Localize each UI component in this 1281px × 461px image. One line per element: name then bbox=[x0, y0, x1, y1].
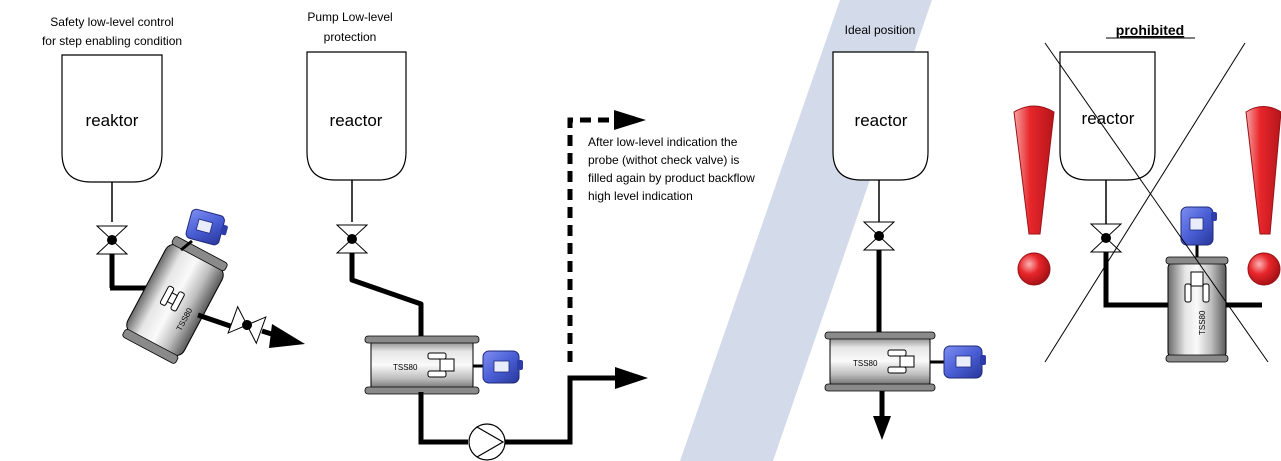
exclamation-icon bbox=[1245, 106, 1281, 286]
reactor-vessel bbox=[832, 51, 929, 181]
tss80-sensor: TSS80 bbox=[824, 331, 944, 392]
arrow-icon bbox=[269, 324, 305, 348]
note-line3: filled again by product backflow bbox=[588, 171, 755, 185]
note-line4: high level indication bbox=[588, 189, 693, 203]
pump-icon bbox=[468, 423, 506, 461]
transmitter-head bbox=[1180, 206, 1217, 246]
note-line1: After low-level indication the bbox=[588, 135, 738, 149]
valve-icon bbox=[227, 305, 267, 345]
panel-prohibited: prohibited reactor TSS80 bbox=[1013, 22, 1281, 363]
panel1-caption-line2: for step enabling condition bbox=[42, 34, 182, 48]
arrow-icon bbox=[614, 110, 646, 130]
device-label: TSS80 bbox=[1198, 310, 1207, 335]
panel4-caption: prohibited bbox=[1116, 22, 1184, 38]
panel-pump-protection: Pump Low-level protection reactor TSS80 bbox=[306, 10, 648, 461]
vessel-label: reactor bbox=[855, 111, 908, 130]
reactor-vessel bbox=[61, 54, 163, 183]
arrow-icon bbox=[615, 367, 648, 389]
panel2-caption-line1: Pump Low-level bbox=[307, 10, 392, 24]
panel-ideal-position: Ideal position reactor TSS80 bbox=[824, 23, 986, 440]
panel-safety-low-level: Safety low-level control for step enabli… bbox=[42, 15, 305, 364]
transmitter-head bbox=[943, 345, 986, 379]
tss80-sensor: TSS80 bbox=[1165, 245, 1229, 363]
device-label: TSS80 bbox=[393, 363, 418, 372]
vessel-label: reactor bbox=[330, 111, 383, 130]
note-line2: probe (withot check valve) is bbox=[588, 153, 739, 167]
reactor-vessel bbox=[306, 51, 407, 181]
panel3-caption: Ideal position bbox=[845, 23, 916, 37]
cross-icon bbox=[1044, 42, 1269, 363]
tss80-sensor: TSS80 bbox=[122, 236, 228, 364]
valve-icon bbox=[862, 221, 896, 251]
tss80-sensor: TSS80 bbox=[364, 335, 483, 395]
panel1-caption-line1: Safety low-level control bbox=[50, 15, 173, 29]
backflow-note: After low-level indication the probe (wi… bbox=[588, 135, 755, 203]
device-label: TSS80 bbox=[853, 359, 878, 368]
valve-icon bbox=[95, 225, 129, 255]
panel2-caption-line2: protection bbox=[324, 30, 377, 44]
valve-icon bbox=[335, 224, 369, 254]
transmitter-head bbox=[482, 350, 523, 384]
reactor-vessel bbox=[1059, 51, 1156, 181]
valve-icon bbox=[1089, 223, 1123, 253]
vessel-label: reaktor bbox=[86, 111, 139, 130]
arrow-icon bbox=[873, 416, 891, 440]
transmitter-head bbox=[185, 208, 228, 246]
vessel-label: reactor bbox=[1082, 109, 1135, 128]
exclamation-icon bbox=[1013, 105, 1055, 286]
